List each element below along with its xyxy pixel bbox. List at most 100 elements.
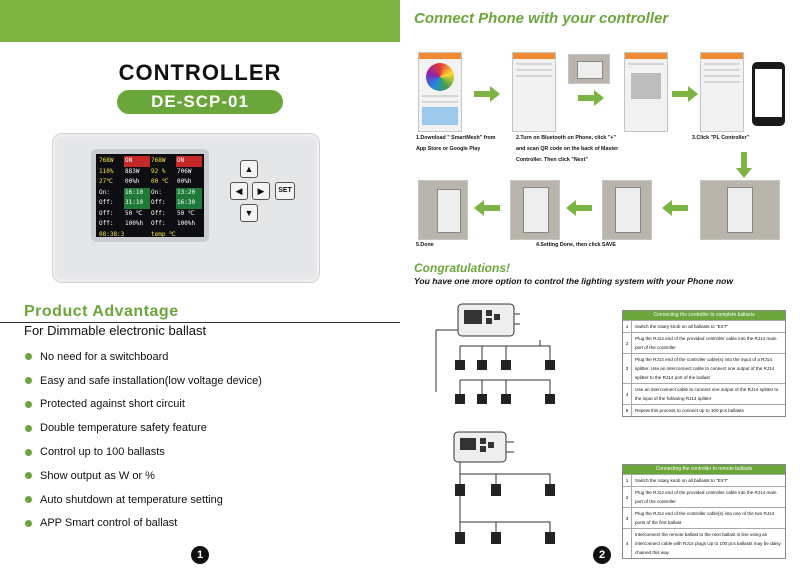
feature-text: Protected against short circuit: [40, 398, 185, 411]
step-number: 1: [623, 321, 632, 332]
screen-cell: 768W: [99, 157, 114, 164]
screen-cell: 100%h: [177, 220, 196, 227]
screen-cell: 92 %: [151, 167, 166, 175]
step-text: Use an interconnect cable to connect one…: [635, 387, 779, 401]
feature-text: Double temperature safety feature: [40, 422, 207, 435]
screen-cell: 08:38:33: [99, 230, 124, 238]
section-rule: [0, 322, 400, 323]
step-text: Plug the RJ14 end of the provided contro…: [635, 490, 777, 504]
screen-cell: Off:: [151, 209, 166, 217]
color-wheel-icon: [426, 63, 454, 91]
section-title: Product Advantage: [24, 303, 179, 320]
screen-cell: Off:: [99, 209, 114, 217]
done-photo: [418, 180, 468, 240]
screen-cell: 16:30: [176, 198, 202, 209]
arrow-right-icon: [474, 86, 500, 102]
arrow-left-icon: [474, 200, 500, 216]
screen-cell: Off:: [99, 199, 114, 206]
screen-cell: 706W: [177, 167, 192, 175]
bullet-icon: [25, 424, 32, 432]
screen-cell: Off:: [99, 220, 114, 227]
page-title: CONTROLLER: [118, 60, 282, 85]
arrow-right-icon: [672, 86, 698, 102]
bullet-icon: [25, 472, 32, 480]
page-number: 2: [593, 546, 611, 564]
step-number: 4: [623, 384, 632, 404]
step-text: Plug the RJ14 end of the provided contro…: [635, 336, 777, 350]
screen-row: Off: 100%h Off: 100%h: [98, 219, 202, 230]
feature-text: Control up to 100 ballasts: [40, 446, 165, 459]
wiring-diagram-complete: [435, 303, 555, 404]
feature-item: Control up to 100 ballasts: [25, 440, 395, 464]
set-button[interactable]: SET: [275, 182, 295, 200]
step-number: 4: [623, 529, 632, 558]
bullet-icon: [25, 353, 32, 361]
caption-step3: 3.Click "PL Controller": [692, 135, 750, 141]
screen-cell: 100%h: [125, 220, 144, 227]
step-text: Switch the rotary knob on all ballasts t…: [635, 478, 729, 483]
arrow-left-icon: [566, 200, 592, 216]
table-header: Connecting the controller to complete ba…: [623, 311, 785, 320]
steps-table-complete: Connecting the controller to complete ba…: [622, 310, 786, 417]
step-number: 3: [623, 354, 632, 383]
screen-cell: Off:: [151, 220, 166, 227]
screen-cell: [176, 230, 202, 241]
connect-title: Connect Phone with your controller: [414, 10, 669, 27]
screen-cell: 00%h: [125, 178, 140, 185]
step-number: 5: [623, 405, 632, 416]
bullet-icon: [25, 496, 32, 504]
model-badge: DE-SCP-01: [117, 90, 283, 114]
screen-cell: On:: [99, 188, 110, 196]
feature-item: Show output as W or %: [25, 464, 395, 488]
qr-code-photo: [568, 54, 610, 84]
step-text: Plug the RJ14 end of the controller cabl…: [635, 357, 775, 380]
caption-step5: 5.Done: [416, 242, 434, 248]
screen-cell: 27℃: [99, 178, 113, 185]
down-button[interactable]: ▼: [240, 204, 258, 222]
congrats-heading: Congratulations!: [414, 261, 510, 275]
master-controller-screenshot: [624, 52, 668, 132]
screen-cell: 50 ℃: [125, 209, 143, 217]
screen-row: Off: 50 ℃ Off: 50 ℃: [98, 209, 202, 220]
screen-cell: On:: [151, 188, 162, 196]
step-text: Switch the rotary knob on all ballasts t…: [635, 324, 729, 329]
screen-cell: 768W: [151, 157, 166, 164]
screen-cell: 00 ℃: [151, 178, 169, 185]
feature-item: Easy and safe installation(low voltage d…: [25, 369, 395, 393]
right-page: Connect Phone with your controller 1.Dow…: [400, 0, 800, 570]
left-button[interactable]: ◀: [230, 182, 248, 200]
right-button[interactable]: ▶: [252, 182, 270, 200]
header-band: [0, 0, 400, 42]
caption-step4: 4.Setting Done, then click SAVE: [536, 242, 616, 248]
screen-cell: 50 ℃: [177, 209, 195, 217]
step-text: Interconnect the remote ballast to the n…: [635, 532, 781, 555]
feature-item: Auto shutdown at temperature setting: [25, 488, 395, 512]
feature-item: APP Smart control of ballast: [25, 512, 395, 536]
bluetooth-screenshot: [512, 52, 556, 132]
feature-text: Show output as W or %: [40, 469, 155, 482]
wiring-diagram-remote: [453, 431, 555, 544]
bullet-icon: [25, 377, 32, 385]
screen-cell: ON: [124, 156, 150, 167]
save-photo-1: [510, 180, 560, 240]
congrats-subtitle: You have one more option to control the …: [414, 276, 734, 286]
steps-table-remote: Connecting the controller to remote ball…: [622, 464, 786, 559]
up-button[interactable]: ▲: [240, 160, 258, 178]
screen-cell: temp ℃: [151, 230, 176, 238]
bullet-icon: [25, 519, 32, 527]
